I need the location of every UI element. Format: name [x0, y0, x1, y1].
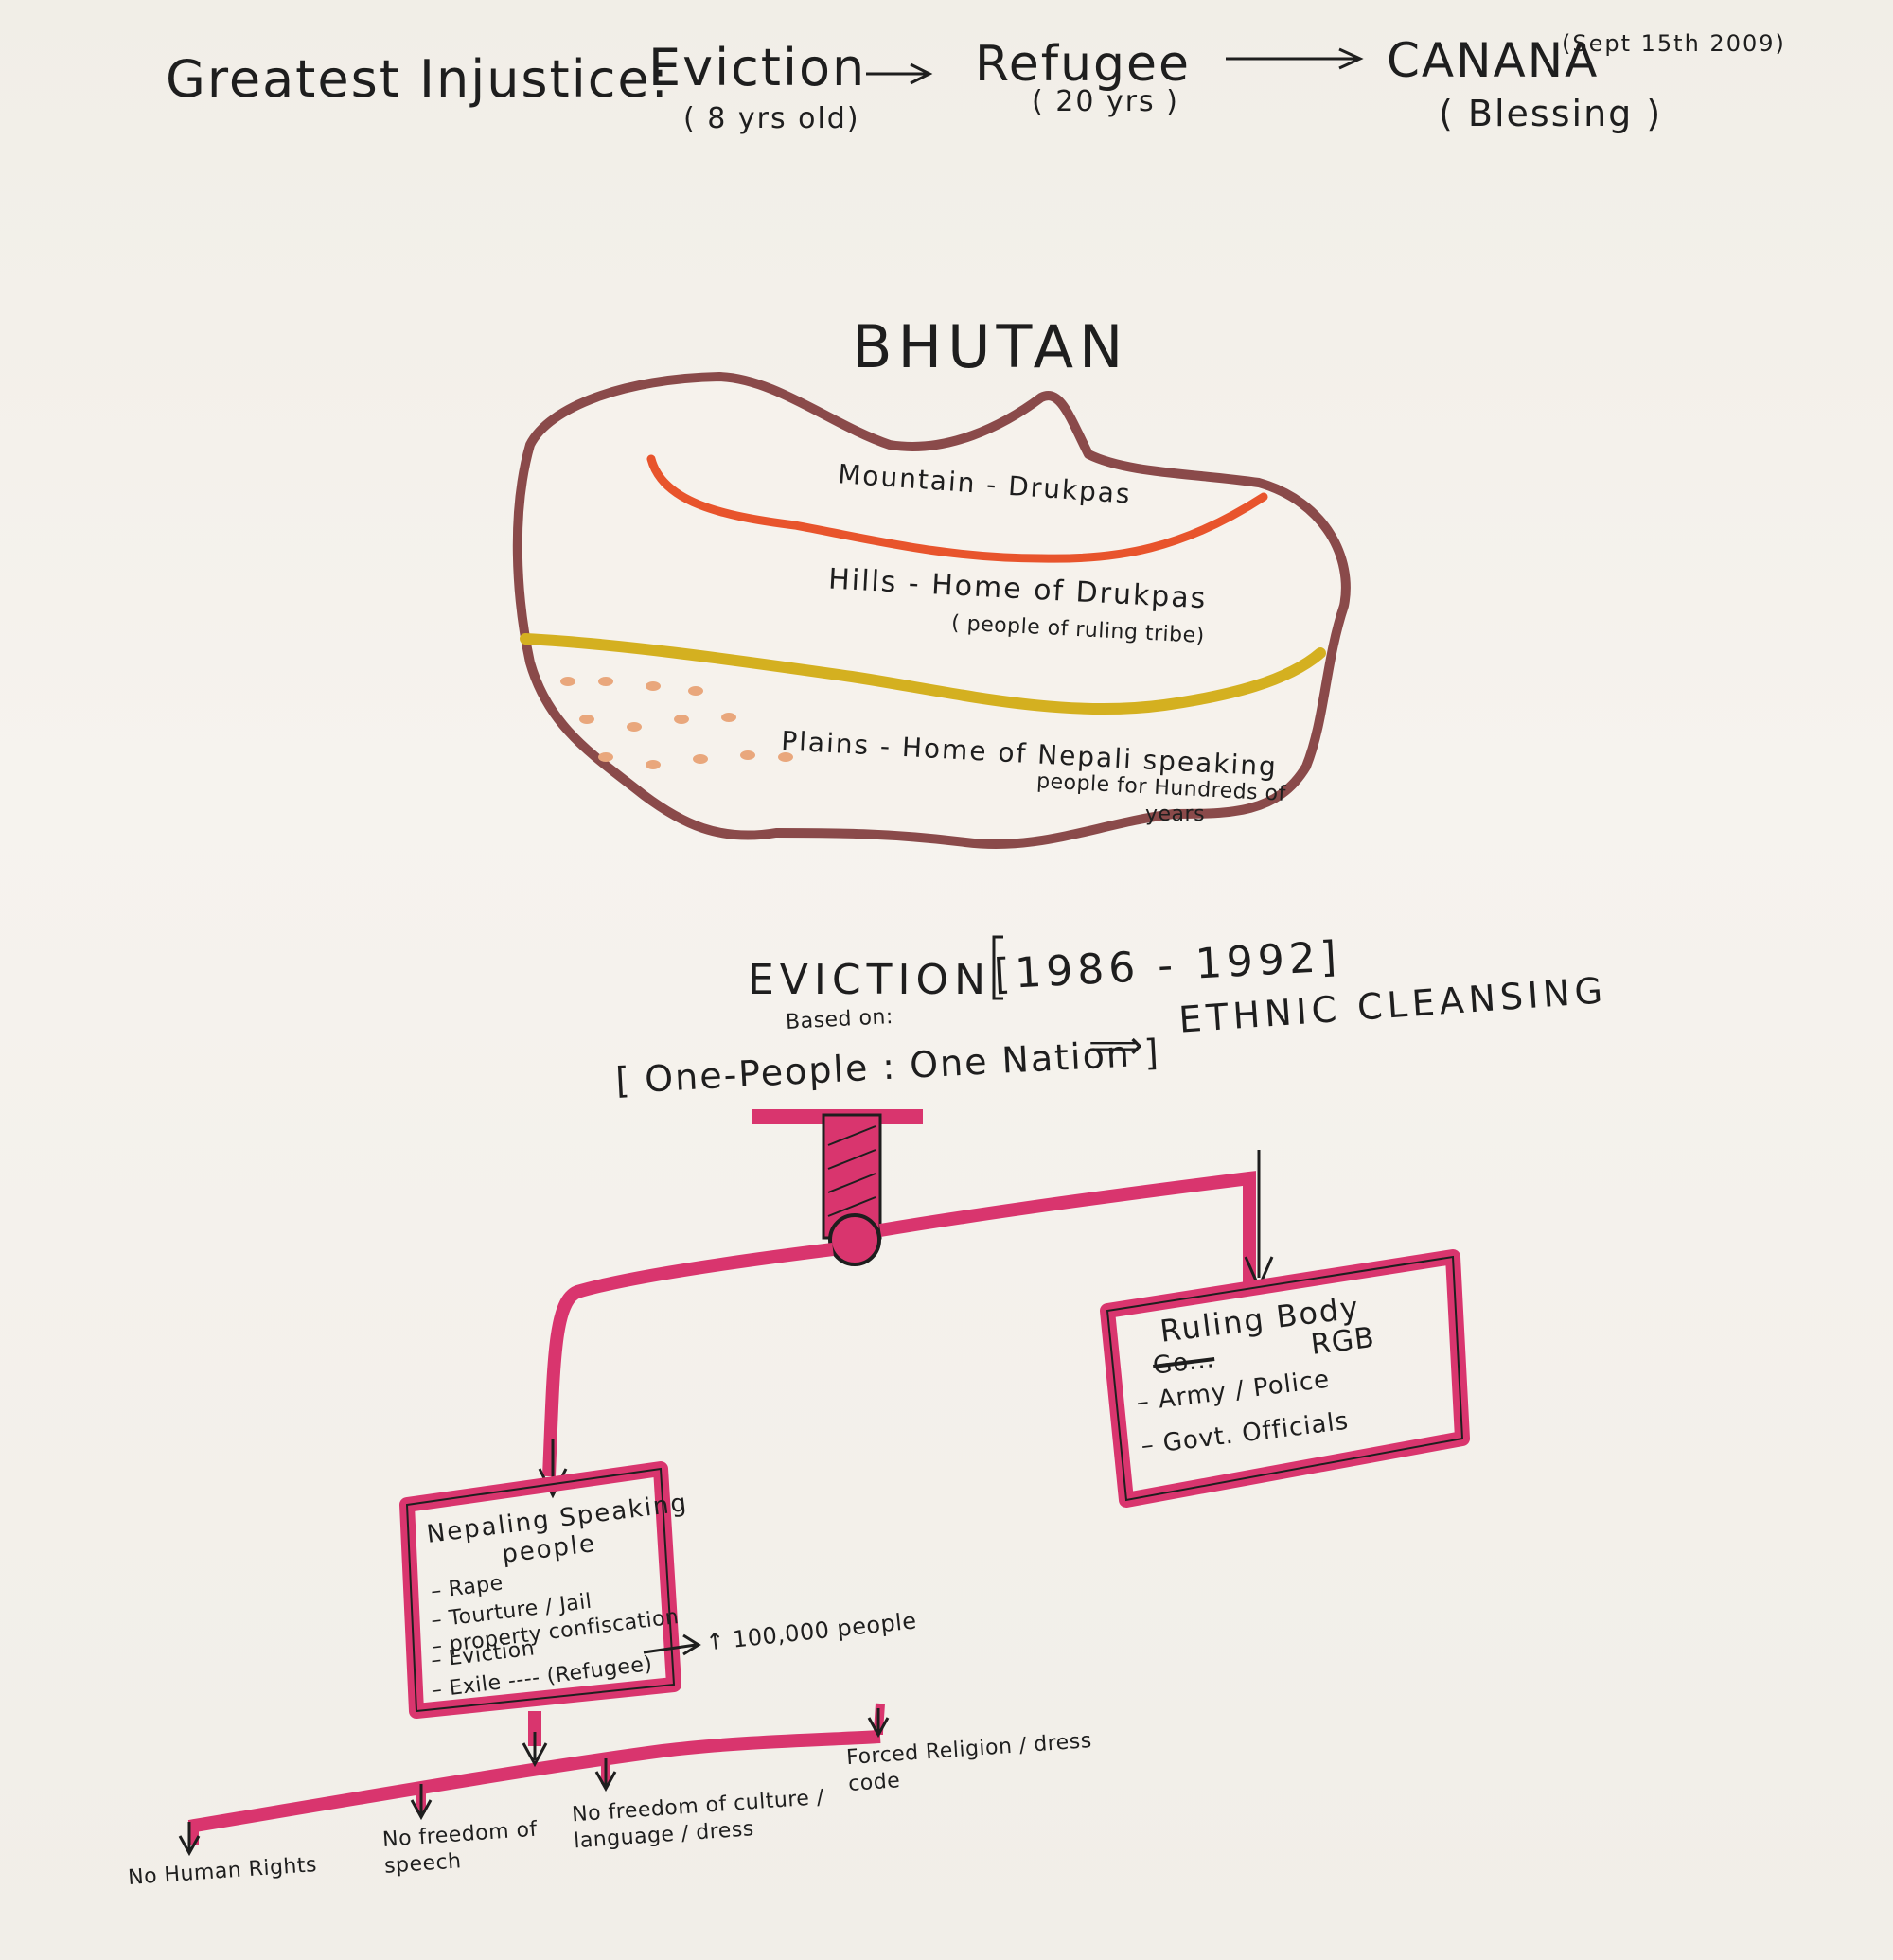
pipe-hatching [827, 1125, 876, 1217]
arrow-effect-1 [178, 1822, 201, 1857]
mountain-line [646, 454, 1268, 563]
ruling-body-box-ink [1106, 1255, 1464, 1502]
header-stage-canana: CANANA [1387, 33, 1600, 88]
header-stage-refugee: Refugee [975, 36, 1192, 93]
header-arrow-2 [1226, 47, 1364, 70]
effect-no-freedom-speech: No freedom of speech [381, 1817, 539, 1879]
years-bracket-left [992, 935, 1003, 1000]
header-stage-canana-date: (Sept 15th 2009) [1562, 30, 1786, 57]
hills-line [520, 633, 1326, 715]
plains-dots [560, 677, 793, 769]
arrow-effect-2 [410, 1784, 433, 1821]
map-label-plains-note2: years [1145, 803, 1206, 826]
exile-arrow [643, 1633, 701, 1656]
eviction-implies: ⟹ [1088, 1024, 1145, 1068]
map-title: BHUTAN [852, 312, 1129, 381]
effects-bar [187, 1730, 881, 1833]
header-stage-refugee-note: ( 20 yrs ) [1032, 85, 1179, 118]
nepali-box-ink [405, 1467, 676, 1713]
header-stage-eviction: Eviction [648, 38, 867, 97]
arrow-effect-4 [867, 1708, 890, 1739]
arrow-effects-main [522, 1732, 548, 1768]
pipe-junction [828, 1213, 881, 1266]
bhutan-map-outline [512, 372, 1351, 849]
header-title: Greatest Injustice: [166, 49, 670, 109]
header-stage-canana-note: ( Blessing ) [1439, 93, 1663, 134]
eviction-title: EVICTION [748, 956, 991, 1004]
arrow-effect-3 [594, 1758, 617, 1792]
header-stage-eviction-note: ( 8 yrs old) [683, 102, 860, 135]
branch-right [878, 1171, 1256, 1282]
branch-left [542, 1243, 834, 1477]
header-arrow-1 [866, 62, 933, 85]
